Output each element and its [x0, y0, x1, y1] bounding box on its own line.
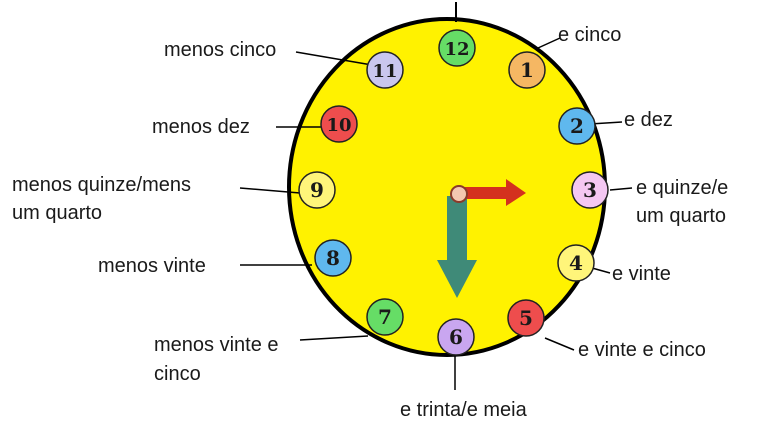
clock-number-label: 1 [520, 58, 534, 82]
label-e-quinze-line2: um quarto [636, 205, 727, 227]
clock-face [287, 17, 607, 357]
label-e-vinte: e vinte [612, 263, 671, 285]
minute-hand [437, 196, 477, 298]
clock-number-label: 9 [310, 178, 324, 202]
clock-number-2: 2 [558, 107, 596, 145]
hour-hand [462, 179, 526, 206]
clock-number-label: 6 [449, 325, 463, 349]
label-e-quinze-line1: e quinze/e [636, 177, 729, 199]
label-menos-cinco: menos cinco [164, 39, 277, 61]
label-menos-dez: menos dez [152, 116, 250, 138]
clock-number-5: 5 [507, 299, 545, 337]
label-menos-vinte-e-cinco-line2: cinco [154, 363, 201, 385]
clock-number-label: 3 [583, 178, 597, 202]
clock-number-7: 7 [366, 298, 404, 336]
clock-number-label: 11 [372, 61, 397, 82]
clock-number-12: 12 [438, 29, 476, 67]
clock-number-label: 4 [569, 251, 583, 275]
clock-number-label: 5 [519, 306, 533, 330]
clock-number-4: 4 [557, 244, 595, 282]
clock-number-label: 8 [326, 246, 340, 270]
label-e-dez: e dez [624, 109, 673, 131]
label-e-vinte-e-cinco: e vinte e cinco [578, 339, 706, 361]
label-menos-vinte: menos vinte [98, 255, 206, 277]
label-e-cinco: e cinco [558, 24, 622, 46]
label-menos-vinte-e-cinco-line1: menos vinte e [154, 334, 279, 356]
center-pin [450, 185, 468, 203]
clock-number-9: 9 [298, 171, 336, 209]
clock-number-label: 2 [570, 114, 584, 138]
clock-number-6: 6 [437, 318, 475, 356]
leader-lines [239, 37, 633, 390]
clock-number-10: 10 [320, 105, 358, 143]
label-e-trinta: e trinta/e meia [400, 399, 527, 421]
clock-number-1: 1 [508, 51, 546, 89]
label-menos-quinze-line1: menos quinze/mens [12, 174, 191, 196]
label-menos-quinze-line2: um quarto [12, 202, 103, 224]
clock-number-11: 11 [366, 51, 404, 89]
clock-number-label: 10 [326, 115, 351, 136]
clock-number-label: 7 [378, 305, 392, 329]
clock-number-8: 8 [314, 239, 352, 277]
clock-number-label: 12 [444, 39, 469, 60]
clock-number-3: 3 [571, 171, 609, 209]
